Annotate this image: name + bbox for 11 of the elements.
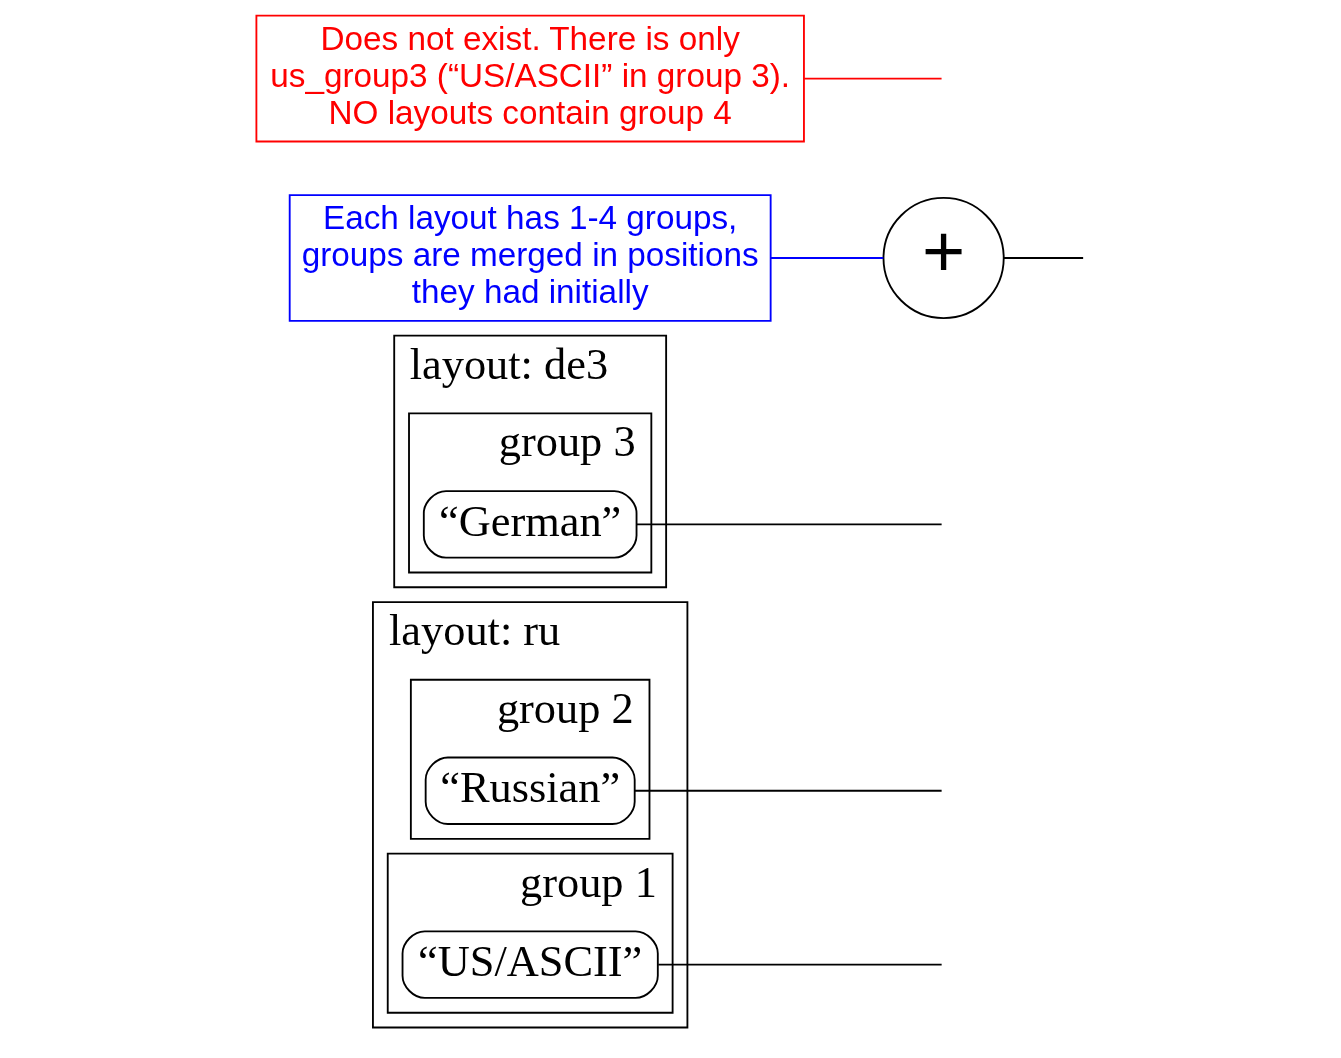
connector — [633, 789, 943, 792]
node-box: “Russian” — [424, 756, 636, 825]
node-box: Does not exist. There is only us_group3 (“US/ASCII” in group 3). NO layouts contain group 4 — [255, 14, 805, 143]
connector — [803, 77, 943, 80]
node-box: “German” — [422, 490, 638, 559]
connector — [636, 523, 943, 526]
node-box: “US/ASCII” — [401, 930, 659, 999]
connector — [657, 963, 943, 966]
connector — [770, 257, 885, 259]
node-circle: + — [882, 196, 1005, 320]
node-box: Each layout has 1-4 groups, groups are merged in positions they had initially — [288, 194, 772, 322]
